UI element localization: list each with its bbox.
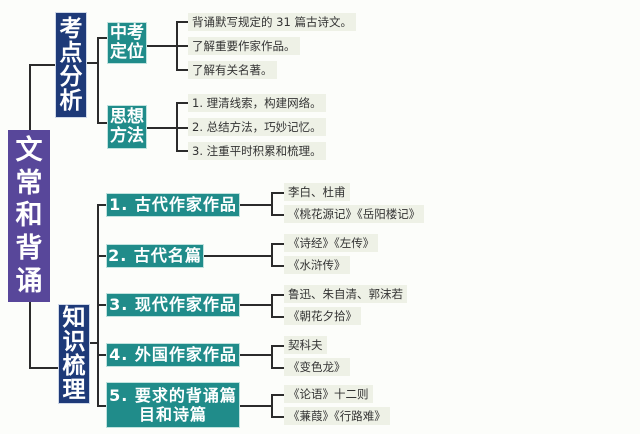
connector	[97, 304, 107, 306]
connector	[97, 255, 107, 257]
connector	[240, 304, 272, 306]
connector-root-up	[29, 64, 31, 130]
connector	[240, 354, 272, 356]
leaf-item: 背诵默写规定的 31 篇古诗文。	[188, 13, 356, 31]
connector-bracket	[97, 37, 99, 124]
connector	[240, 405, 272, 407]
connector-bracket	[271, 394, 273, 417]
subsection-title-line: 5. 要求的背诵篇	[109, 385, 237, 405]
section-char: 识	[62, 328, 86, 355]
connector	[176, 150, 188, 152]
leaf-item: 《变色龙》	[284, 358, 350, 376]
subsection-waiguo-zuojia-zuopin: 4. 外国作家作品	[106, 343, 240, 367]
section-char: 梳	[62, 353, 86, 379]
connector	[176, 45, 188, 47]
subsection-title-line: 定位	[110, 42, 144, 62]
root-char: 和	[15, 200, 43, 232]
section-char: 点	[59, 39, 83, 66]
section-char: 析	[59, 88, 83, 115]
leaf-item: 《桃花源记》《岳阳楼记》	[284, 205, 425, 223]
connector	[90, 342, 98, 344]
connector	[271, 192, 284, 194]
connector	[97, 405, 107, 407]
leaf-item: 契科夫	[284, 336, 327, 354]
connector	[271, 294, 284, 296]
connector-bracket	[271, 243, 273, 266]
connector	[176, 127, 188, 129]
subsection-zhongkao-dingwei: 中考 定位	[107, 22, 147, 64]
subsection-title: 3. 现代作家作品	[109, 295, 237, 315]
leaf-item: 了解有关名著。	[188, 61, 277, 79]
leaf-item: 《朝花夕拾》	[284, 307, 361, 325]
connector	[204, 255, 272, 257]
subsection-title: 1. 古代作家作品	[109, 195, 237, 215]
connector	[97, 204, 107, 206]
connector	[147, 45, 177, 47]
root-char: 常	[15, 167, 43, 199]
leaf-item: 2. 总结方法，巧妙记忆。	[188, 118, 326, 136]
leaf-item: 李白、杜甫	[284, 183, 350, 201]
connector-bracket	[271, 294, 273, 317]
subsection-gudai-mingpian: 2. 古代名篇	[106, 244, 204, 268]
subsection-sixiang-fangfa: 思想 方法	[107, 105, 147, 149]
connector	[271, 394, 284, 396]
connector	[176, 102, 188, 104]
leaf-item: 3. 注重平时积累和梳理。	[188, 142, 326, 160]
leaf-item: 《诗经》《左传》	[284, 234, 379, 252]
section-char: 考	[59, 15, 83, 42]
subsection-title-line: 目和诗篇	[138, 405, 207, 424]
connector	[271, 316, 284, 318]
connector	[271, 416, 284, 418]
subsection-gudai-zuojia-zuopin: 1. 古代作家作品	[106, 193, 240, 217]
connector-root-down	[29, 302, 31, 368]
subsection-xiandai-zuojia-zuopin: 3. 现代作家作品	[106, 293, 240, 317]
connector-root-to-section2	[29, 367, 58, 369]
connector	[97, 122, 108, 124]
connector	[240, 204, 272, 206]
connector	[271, 214, 284, 216]
connector	[176, 69, 188, 71]
leaf-item: 《蒹葭》《行路难》	[284, 407, 390, 425]
root-char: 文	[15, 134, 43, 166]
connector	[97, 354, 107, 356]
root-char: 背	[15, 233, 43, 265]
connector-root-to-section1	[29, 64, 56, 66]
subsection-title-line: 思想	[110, 107, 144, 128]
section-kaodian-fenxi: 考 点 分 析	[55, 12, 87, 118]
connector	[97, 37, 108, 39]
connector	[176, 21, 188, 23]
section-char: 知	[62, 304, 86, 331]
subsection-title-line: 中考	[110, 23, 144, 44]
leaf-item: 1. 理清线索，构建网络。	[188, 94, 326, 112]
root-node-wenchang-beisong: 文 常 和 背 诵	[8, 130, 50, 302]
subsection-title-line: 方法	[110, 126, 144, 146]
subsection-beisong-pianmu: 5. 要求的背诵篇 目和诗篇	[106, 382, 240, 428]
section-zhishi-shuli: 知 识 梳 理	[58, 304, 90, 404]
leaf-item: 《水浒传》	[284, 256, 350, 274]
leaf-item: 《论语》十二则	[284, 385, 373, 403]
connector	[271, 345, 284, 347]
connector-bracket	[271, 192, 273, 215]
connector	[271, 265, 284, 267]
connector-bracket	[271, 345, 273, 368]
section-char: 理	[62, 377, 86, 404]
leaf-item: 了解重要作家作品。	[188, 37, 300, 55]
leaf-item: 鲁迅、朱自清、郭沫若	[284, 285, 407, 303]
connector	[271, 243, 284, 245]
connector	[271, 367, 284, 369]
subsection-title: 2. 古代名篇	[108, 246, 202, 266]
section-char: 分	[59, 64, 83, 90]
connector	[87, 62, 98, 64]
root-char: 诵	[15, 266, 43, 298]
connector	[147, 127, 177, 129]
subsection-title: 4. 外国作家作品	[109, 345, 237, 365]
